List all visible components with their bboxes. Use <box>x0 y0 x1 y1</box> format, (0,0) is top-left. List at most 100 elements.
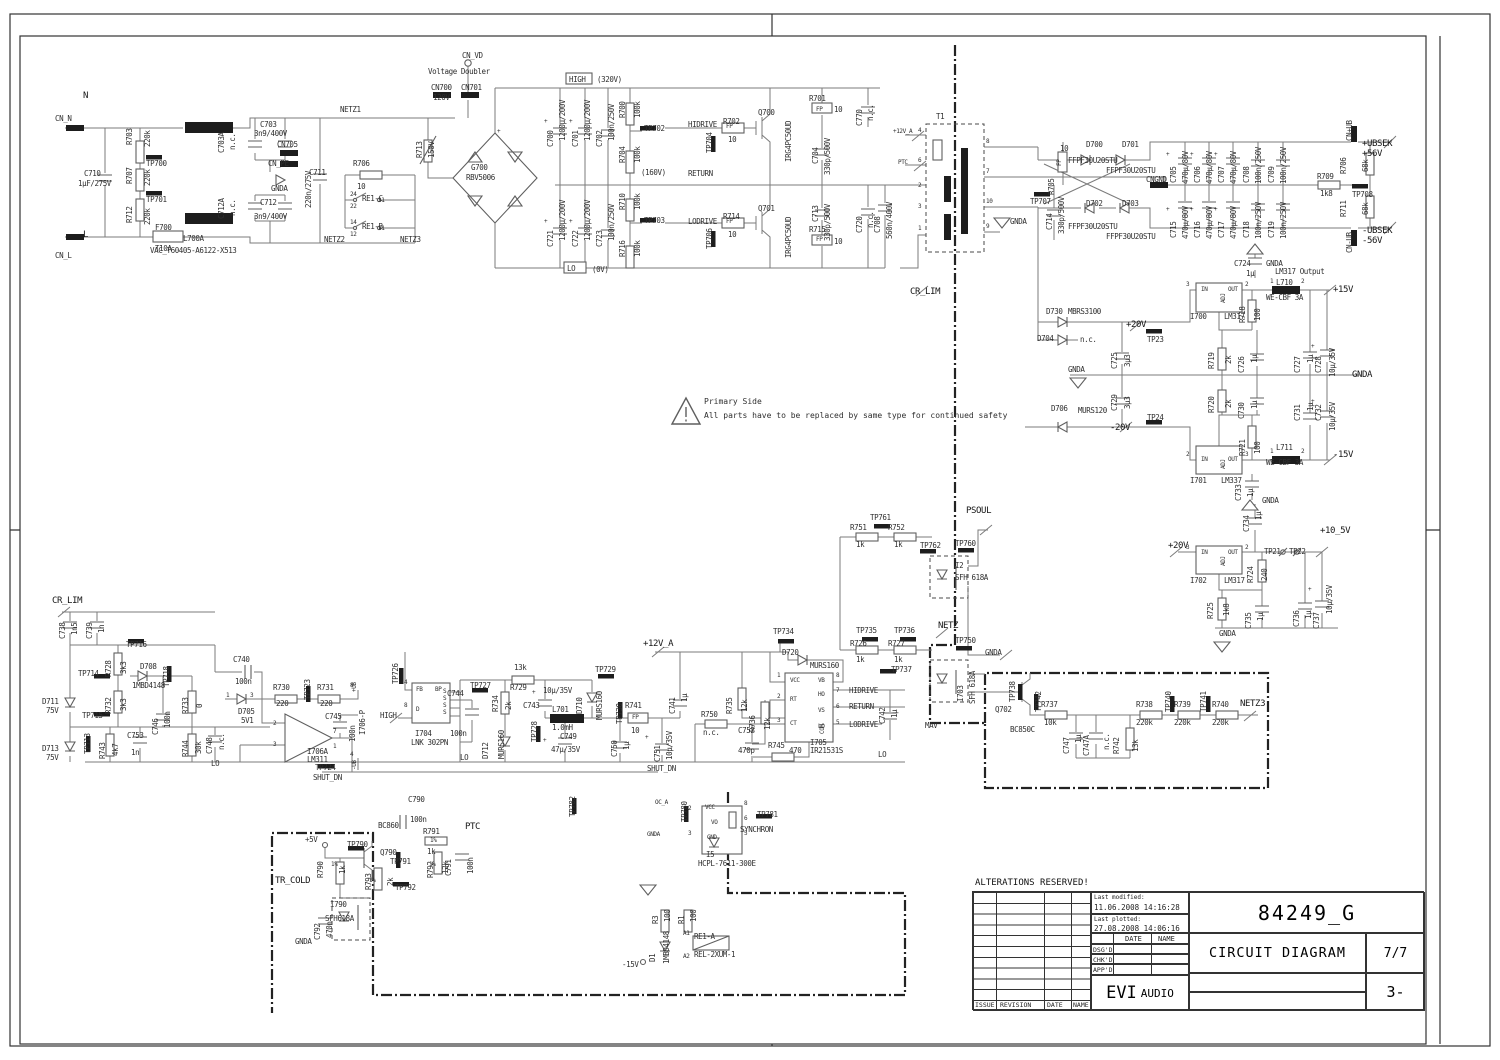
schematic-label: R729 <box>510 683 527 692</box>
schematic-label: R738 <box>1136 700 1153 709</box>
schematic-label: MURS120 <box>1078 406 1107 415</box>
schematic-label: TP704 <box>705 132 714 153</box>
schematic-label: 3k3 <box>119 698 128 711</box>
schematic-label: +20V <box>1168 541 1189 551</box>
warning-line1: Primary Side <box>704 397 762 406</box>
schematic-label: 100n <box>450 729 467 738</box>
schematic-label: R725 <box>1206 602 1215 619</box>
isolation-barrier <box>270 45 1270 1013</box>
schematic-label: GNDA <box>647 831 660 838</box>
schematic-label: 120V <box>433 93 450 102</box>
schematic-label: R739 <box>1174 700 1191 709</box>
schematic-label: 7 <box>333 728 337 735</box>
schematic-label: R705 <box>1047 178 1056 195</box>
schematic-label: T10A <box>155 244 172 253</box>
schematic-label: TP782 <box>568 796 577 817</box>
schematic-label: 330p/500V <box>823 203 832 241</box>
inductor-l711-symbol <box>1272 456 1300 464</box>
schematic-label: 10 <box>834 105 843 114</box>
transformer-t1-box <box>925 123 985 253</box>
schematic-label: D706 <box>1051 404 1068 413</box>
schematic-label: TP700 <box>146 159 167 168</box>
schematic-label: 75V <box>46 753 59 762</box>
schematic-label: HIGH <box>380 711 397 720</box>
schematic-label: TP716 <box>126 640 147 649</box>
schematic-label: + <box>1190 206 1194 213</box>
schematic-label: R791 <box>423 827 440 836</box>
schematic-label: 100n <box>163 711 172 728</box>
schematic-label: 100k <box>633 240 642 257</box>
schematic-label: IRG4PC50UD <box>784 120 793 162</box>
schematic-label: REL-2XUM-1 <box>694 950 736 959</box>
schematic-label: C701 <box>571 130 580 147</box>
comparator-lm311-symbol <box>284 713 334 763</box>
alterations-note: ALTERATIONS RESERVED! <box>975 878 1089 888</box>
schematic-label: 3n9/400V <box>254 212 287 221</box>
schematic-label: C707 <box>1217 166 1226 183</box>
schematic-label: S <box>443 702 447 709</box>
schematic-label: + <box>1311 398 1315 405</box>
schematic-label: R733 <box>181 697 190 714</box>
schematic-label: VAC_T60405-A6122-X513 <box>150 246 237 255</box>
schematic-label: FFPF30U20STU <box>1068 222 1118 231</box>
schematic-label: C716 <box>1193 221 1202 238</box>
schematic-label: 6 <box>744 815 748 822</box>
schematic-label: +56V <box>1362 149 1383 159</box>
schematic-label: R703 <box>125 128 134 145</box>
schematic-label: 10µ/35V <box>543 686 572 695</box>
schematic-label: TP702 <box>644 124 665 133</box>
schematic-label: D703 <box>1122 199 1139 208</box>
schematic-label: WE-CBF 3A <box>1266 458 1304 467</box>
schematic-label: + <box>569 218 573 225</box>
issue-col: ISSUE <box>975 1001 995 1009</box>
schematic-label: TP781 <box>757 810 778 819</box>
wires-primary <box>65 66 927 269</box>
schematic-label: 10 <box>728 230 737 239</box>
schematic-label: 3n9/400V <box>254 129 287 138</box>
schematic-label: R714 <box>723 212 740 221</box>
schematic-label: + <box>532 689 536 696</box>
schematic-label: R750 <box>701 710 718 719</box>
schematic-label: TP740 <box>1164 691 1173 712</box>
schematic-label: L711 <box>1276 443 1293 452</box>
schematic-label: C714 <box>1045 213 1054 230</box>
schematic-label: 3 <box>918 203 922 210</box>
schematic-label: I2 <box>955 561 964 570</box>
schematic-label: TP701 <box>146 195 167 204</box>
schematic-label: 100n <box>410 815 427 824</box>
schematic-label: 3 <box>1186 281 1190 288</box>
schematic-label: IRG4PC50UD <box>784 216 793 258</box>
schematic-label: 1.0mH <box>552 723 573 732</box>
schematic-label: + <box>1166 151 1170 158</box>
schematic-label: C742 <box>878 707 887 724</box>
schematic-label: L700A <box>183 234 204 243</box>
schematic-label: C749 <box>560 732 577 741</box>
schematic-label: D720 <box>782 648 799 657</box>
title-block: ALTERATIONS RESERVED! ISSUE REVISION DAT… <box>972 878 1425 1012</box>
schematic-label: C743 <box>523 701 540 710</box>
schematic-label: TP713 <box>83 733 92 754</box>
schematic-label: 1k <box>338 865 347 874</box>
schematic-label: -15V <box>1333 450 1354 460</box>
schematic-label: 1µ <box>622 741 631 750</box>
schematic-label: Voltage Doubler <box>428 67 490 76</box>
schematic-label: C729 <box>1110 394 1119 411</box>
schematic-label: TP24 <box>1147 413 1164 422</box>
schematic-label: TP792 <box>395 883 416 892</box>
schematic-label: TP726 <box>391 663 400 684</box>
schematic-label: CT <box>790 720 797 727</box>
schematic-label: R752 <box>888 523 905 532</box>
schematic-label: GNDA <box>1352 370 1373 380</box>
schematic-label: 1µ <box>1246 269 1255 278</box>
schematic-label: FP <box>816 236 823 243</box>
schematic-label: FP <box>1056 159 1063 166</box>
schematic-label: I702 <box>1190 576 1207 585</box>
schematic-label: C703 <box>260 120 277 129</box>
schematic-label: C702 <box>595 130 604 147</box>
revision-col: REVISION <box>1000 1001 1032 1009</box>
schematic-label: IR21531S <box>810 746 843 755</box>
schematic-label: C728 <box>1314 356 1323 373</box>
schematic-label: C718 <box>1242 221 1251 238</box>
schematic-label: 100n <box>235 677 252 686</box>
schematic-label: CN705 <box>277 140 298 149</box>
